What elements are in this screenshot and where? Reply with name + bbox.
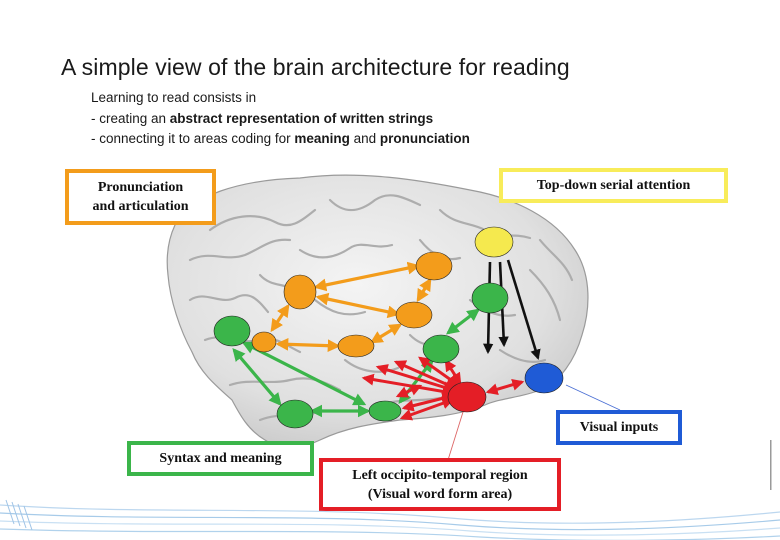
arrow-vwfa-6 <box>399 397 455 421</box>
arrow-pron-5 <box>369 323 403 344</box>
arrow-vwfa-9 <box>395 384 423 398</box>
node-attention <box>474 226 514 258</box>
intro-line-1: Learning to read consists in <box>91 90 257 105</box>
node-syntax-bottom <box>276 399 314 429</box>
red-connections <box>361 356 525 421</box>
pointer-visual-inputs <box>565 384 621 411</box>
pointer-vwfa <box>447 411 464 461</box>
node-pron-left <box>283 274 317 310</box>
label-pronunciation: Pronunciation and articulation <box>65 169 216 225</box>
node-syntax-mid <box>422 334 460 364</box>
arrow-pron-2 <box>315 292 401 319</box>
node-pron-top-right <box>415 251 453 281</box>
region-nodes <box>213 226 564 429</box>
arrow-vwfa-8 <box>485 378 525 396</box>
node-syntax-top <box>471 282 509 314</box>
node-syntax-left <box>213 315 251 347</box>
arrow-syntax-5 <box>445 308 481 335</box>
arrow-pron-4 <box>416 277 432 303</box>
node-syntax-small <box>368 400 402 422</box>
arrow-pron-3 <box>270 303 290 333</box>
label-visual-inputs: Visual inputs <box>556 410 682 445</box>
label-syntax-meaning: Syntax and meaning <box>127 441 314 476</box>
arrow-attention-3 <box>506 259 541 360</box>
page-title: A simple view of the brain architecture … <box>61 54 570 80</box>
intro-line-2: - creating an abstract representation of… <box>91 110 434 126</box>
node-pron-small <box>251 331 277 353</box>
intro-text: Learning to read consists in - creating … <box>91 88 470 150</box>
intro-line-3: - connecting it to areas coding for mean… <box>91 131 470 146</box>
node-vwfa <box>447 381 487 413</box>
label-top-down-attention: Top-down serial attention <box>499 168 728 203</box>
orange-connections <box>270 261 432 353</box>
arrow-vwfa-7 <box>444 358 462 386</box>
label-vwfa: Left occipito-temporal region (Visual wo… <box>319 458 561 511</box>
node-pron-bottom <box>337 334 375 358</box>
node-pron-mid <box>395 301 433 329</box>
node-visual-inputs <box>524 362 564 394</box>
arrow-pron-1 <box>313 261 421 292</box>
arrow-syntax-2 <box>232 348 282 406</box>
arrow-pron-6 <box>275 337 341 353</box>
